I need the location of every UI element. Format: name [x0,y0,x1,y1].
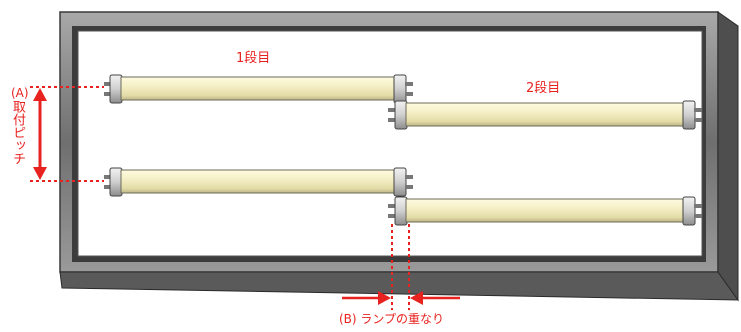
lamp-tube-tier2-lower [388,196,702,226]
pitch-dimension [30,86,104,182]
pitch-text-label: 取付ピッチ [10,100,25,165]
pitch-code-label: (A) [11,86,29,100]
tier2-label: 2段目 [526,81,561,96]
overlap-dimension [342,224,460,310]
overlap-label: (B) ランプの重なり [339,312,445,326]
lamp-tube-tier1-upper [104,74,413,104]
lamp-tube-tier2-upper [388,100,702,130]
tier1-label: 1段目 [236,51,271,66]
lamp-tube-tier1-lower [104,167,413,197]
fixture-frame [59,11,739,302]
